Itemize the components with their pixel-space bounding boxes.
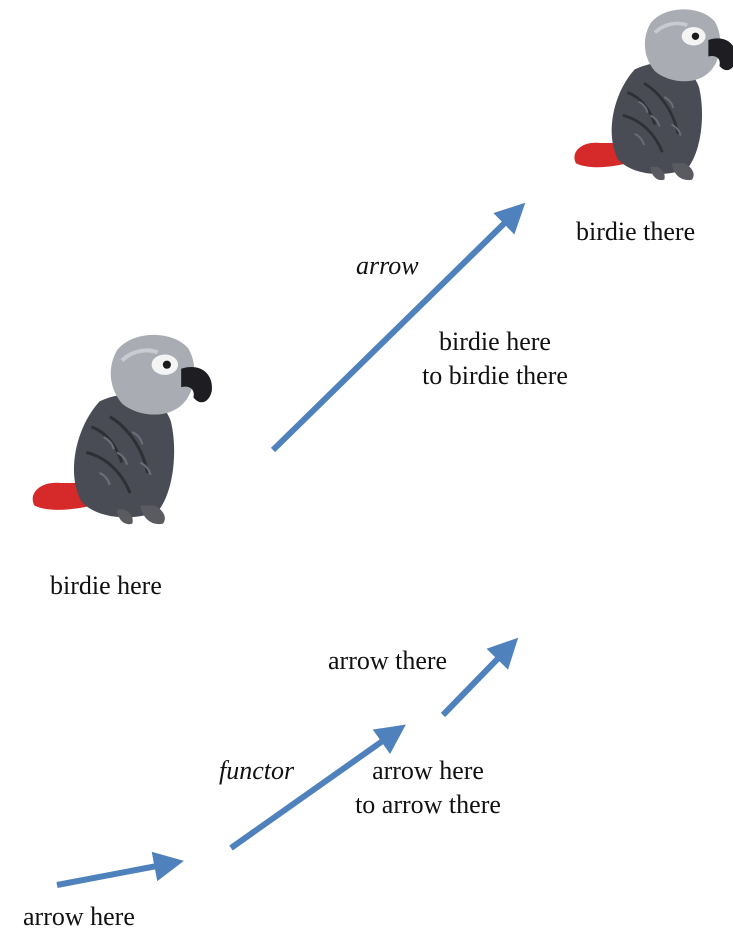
label-arrow-there: arrow there	[328, 646, 448, 675]
parrot-icon-top	[572, 7, 733, 182]
label-arrow-here: arrow here	[23, 902, 135, 931]
label-birdie-here: birdie here	[50, 571, 162, 600]
arrow-here	[56, 851, 184, 888]
label-birdie-there: birdie there	[576, 217, 696, 246]
arrow-functor	[229, 724, 406, 851]
label-arrow: arrow	[356, 251, 419, 280]
arrow-there	[440, 637, 519, 718]
arrow-birdie	[270, 202, 526, 453]
label-arrow-here-line1: arrow here	[372, 756, 484, 785]
label-to-birdie-there-line2: to birdie there	[422, 361, 568, 390]
label-functor: functor	[219, 756, 295, 785]
parrot-icon-mid	[33, 335, 212, 524]
label-to-arrow-there-line2: to arrow there	[355, 790, 501, 819]
label-birdie-here-line1: birdie here	[439, 327, 551, 356]
